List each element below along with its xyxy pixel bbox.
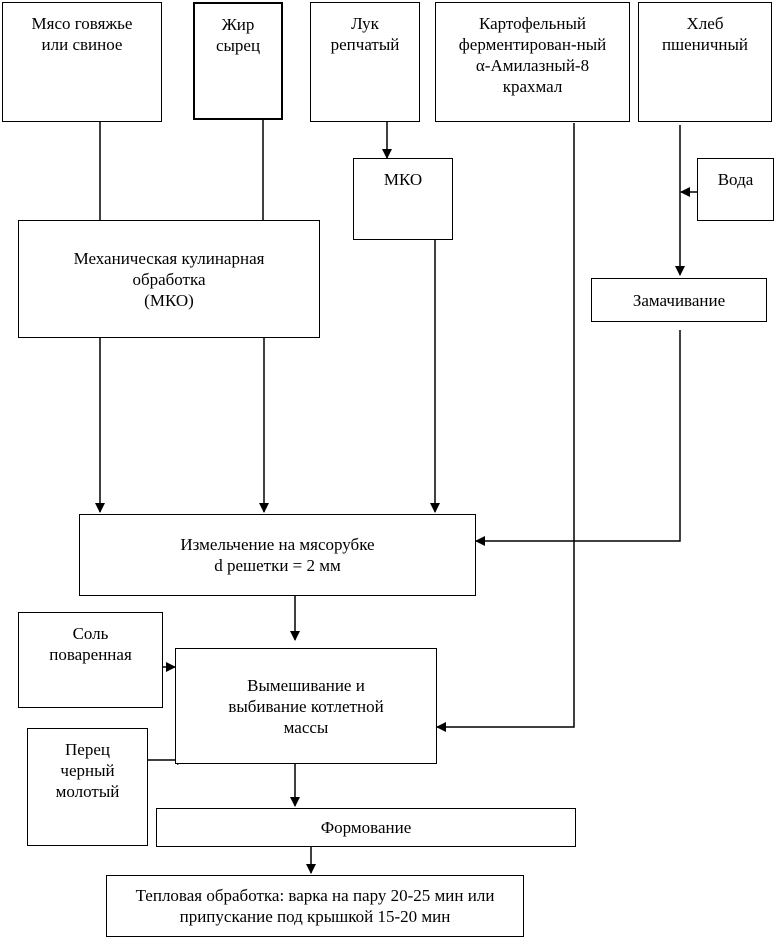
node-mixing-line-1: Вымешивание и xyxy=(247,675,365,695)
node-starch-line-3: α-Амилазный-8 xyxy=(475,56,590,75)
node-bread: Хлеб пшеничный xyxy=(638,2,772,122)
node-mko-main-line-3: (МКО) xyxy=(144,290,194,310)
node-mko-onion: МКО xyxy=(353,158,453,240)
node-mko-main: Механическая кулинарная обработка (МКО) xyxy=(18,220,320,338)
node-mixing: Вымешивание и выбивание котлетной массы xyxy=(175,648,437,764)
node-pepper-line-3: молотый xyxy=(55,782,120,801)
node-onion-line-2: репчатый xyxy=(330,35,400,54)
node-starch-line-4: крахмал xyxy=(502,77,563,96)
node-grinding-line-2: d решетки = 2 мм xyxy=(214,556,341,575)
node-salt: Соль поваренная xyxy=(18,612,163,708)
node-fat-line-1: Жир xyxy=(221,15,255,34)
node-fat-line-2: сырец xyxy=(215,36,261,55)
node-water-line-1: Вода xyxy=(717,170,754,189)
node-heat-line-2: припускание под крышкой 15-20 мин xyxy=(179,907,451,926)
node-mixing-line-2: выбивание котлетной xyxy=(228,696,384,716)
node-heat-line-1: Тепловая обработка: варка на пару 20-25 … xyxy=(135,886,495,905)
node-forming: Формование xyxy=(156,808,576,847)
node-bread-line-1: Хлеб xyxy=(686,14,724,33)
node-mixing-line-3: массы xyxy=(283,717,329,737)
node-forming-line-1: Формование xyxy=(320,818,412,837)
node-pepper: Перец черный молотый xyxy=(27,728,148,846)
node-water: Вода xyxy=(697,158,774,221)
node-onion: Лук репчатый xyxy=(310,2,420,122)
node-mko-main-line-1: Механическая кулинарная xyxy=(73,248,265,268)
arrow-starch-to-mixing xyxy=(436,123,575,732)
node-pepper-line-2: черный xyxy=(60,761,115,780)
node-onion-line-1: Лук xyxy=(351,14,379,33)
node-mko-main-line-2: обработка xyxy=(132,269,206,289)
node-bread-line-2: пшеничный xyxy=(661,35,749,54)
node-pepper-line-1: Перец xyxy=(65,740,110,759)
node-grinding: Измельчение на мясорубке d решетки = 2 м… xyxy=(79,514,476,596)
arrow-soaking-to-grinding xyxy=(475,330,681,546)
node-salt-line-2: поваренная xyxy=(49,645,132,664)
node-heat-treatment: Тепловая обработка: варка на пару 20-25 … xyxy=(106,875,524,937)
node-starch-line-1: Картофельный xyxy=(478,14,587,33)
node-meat-line-2: или свиное xyxy=(41,35,123,54)
node-mko-onion-line-1: МКО xyxy=(383,170,423,189)
node-soaking: Замачивание xyxy=(591,278,767,322)
node-grinding-line-1: Измельчение на мясорубке xyxy=(180,535,375,554)
node-starch-line-2: ферментирован-ный xyxy=(458,35,607,54)
node-soaking-line-1: Замачивание xyxy=(632,290,726,310)
node-starch: Картофельный ферментирован-ный α-Амилазн… xyxy=(435,2,630,122)
node-meat-line-1: Мясо говяжье xyxy=(31,14,133,33)
node-meat: Мясо говяжье или свиное xyxy=(2,2,162,122)
node-salt-line-1: Соль xyxy=(72,624,109,643)
node-fat: Жир сырец xyxy=(193,2,283,120)
